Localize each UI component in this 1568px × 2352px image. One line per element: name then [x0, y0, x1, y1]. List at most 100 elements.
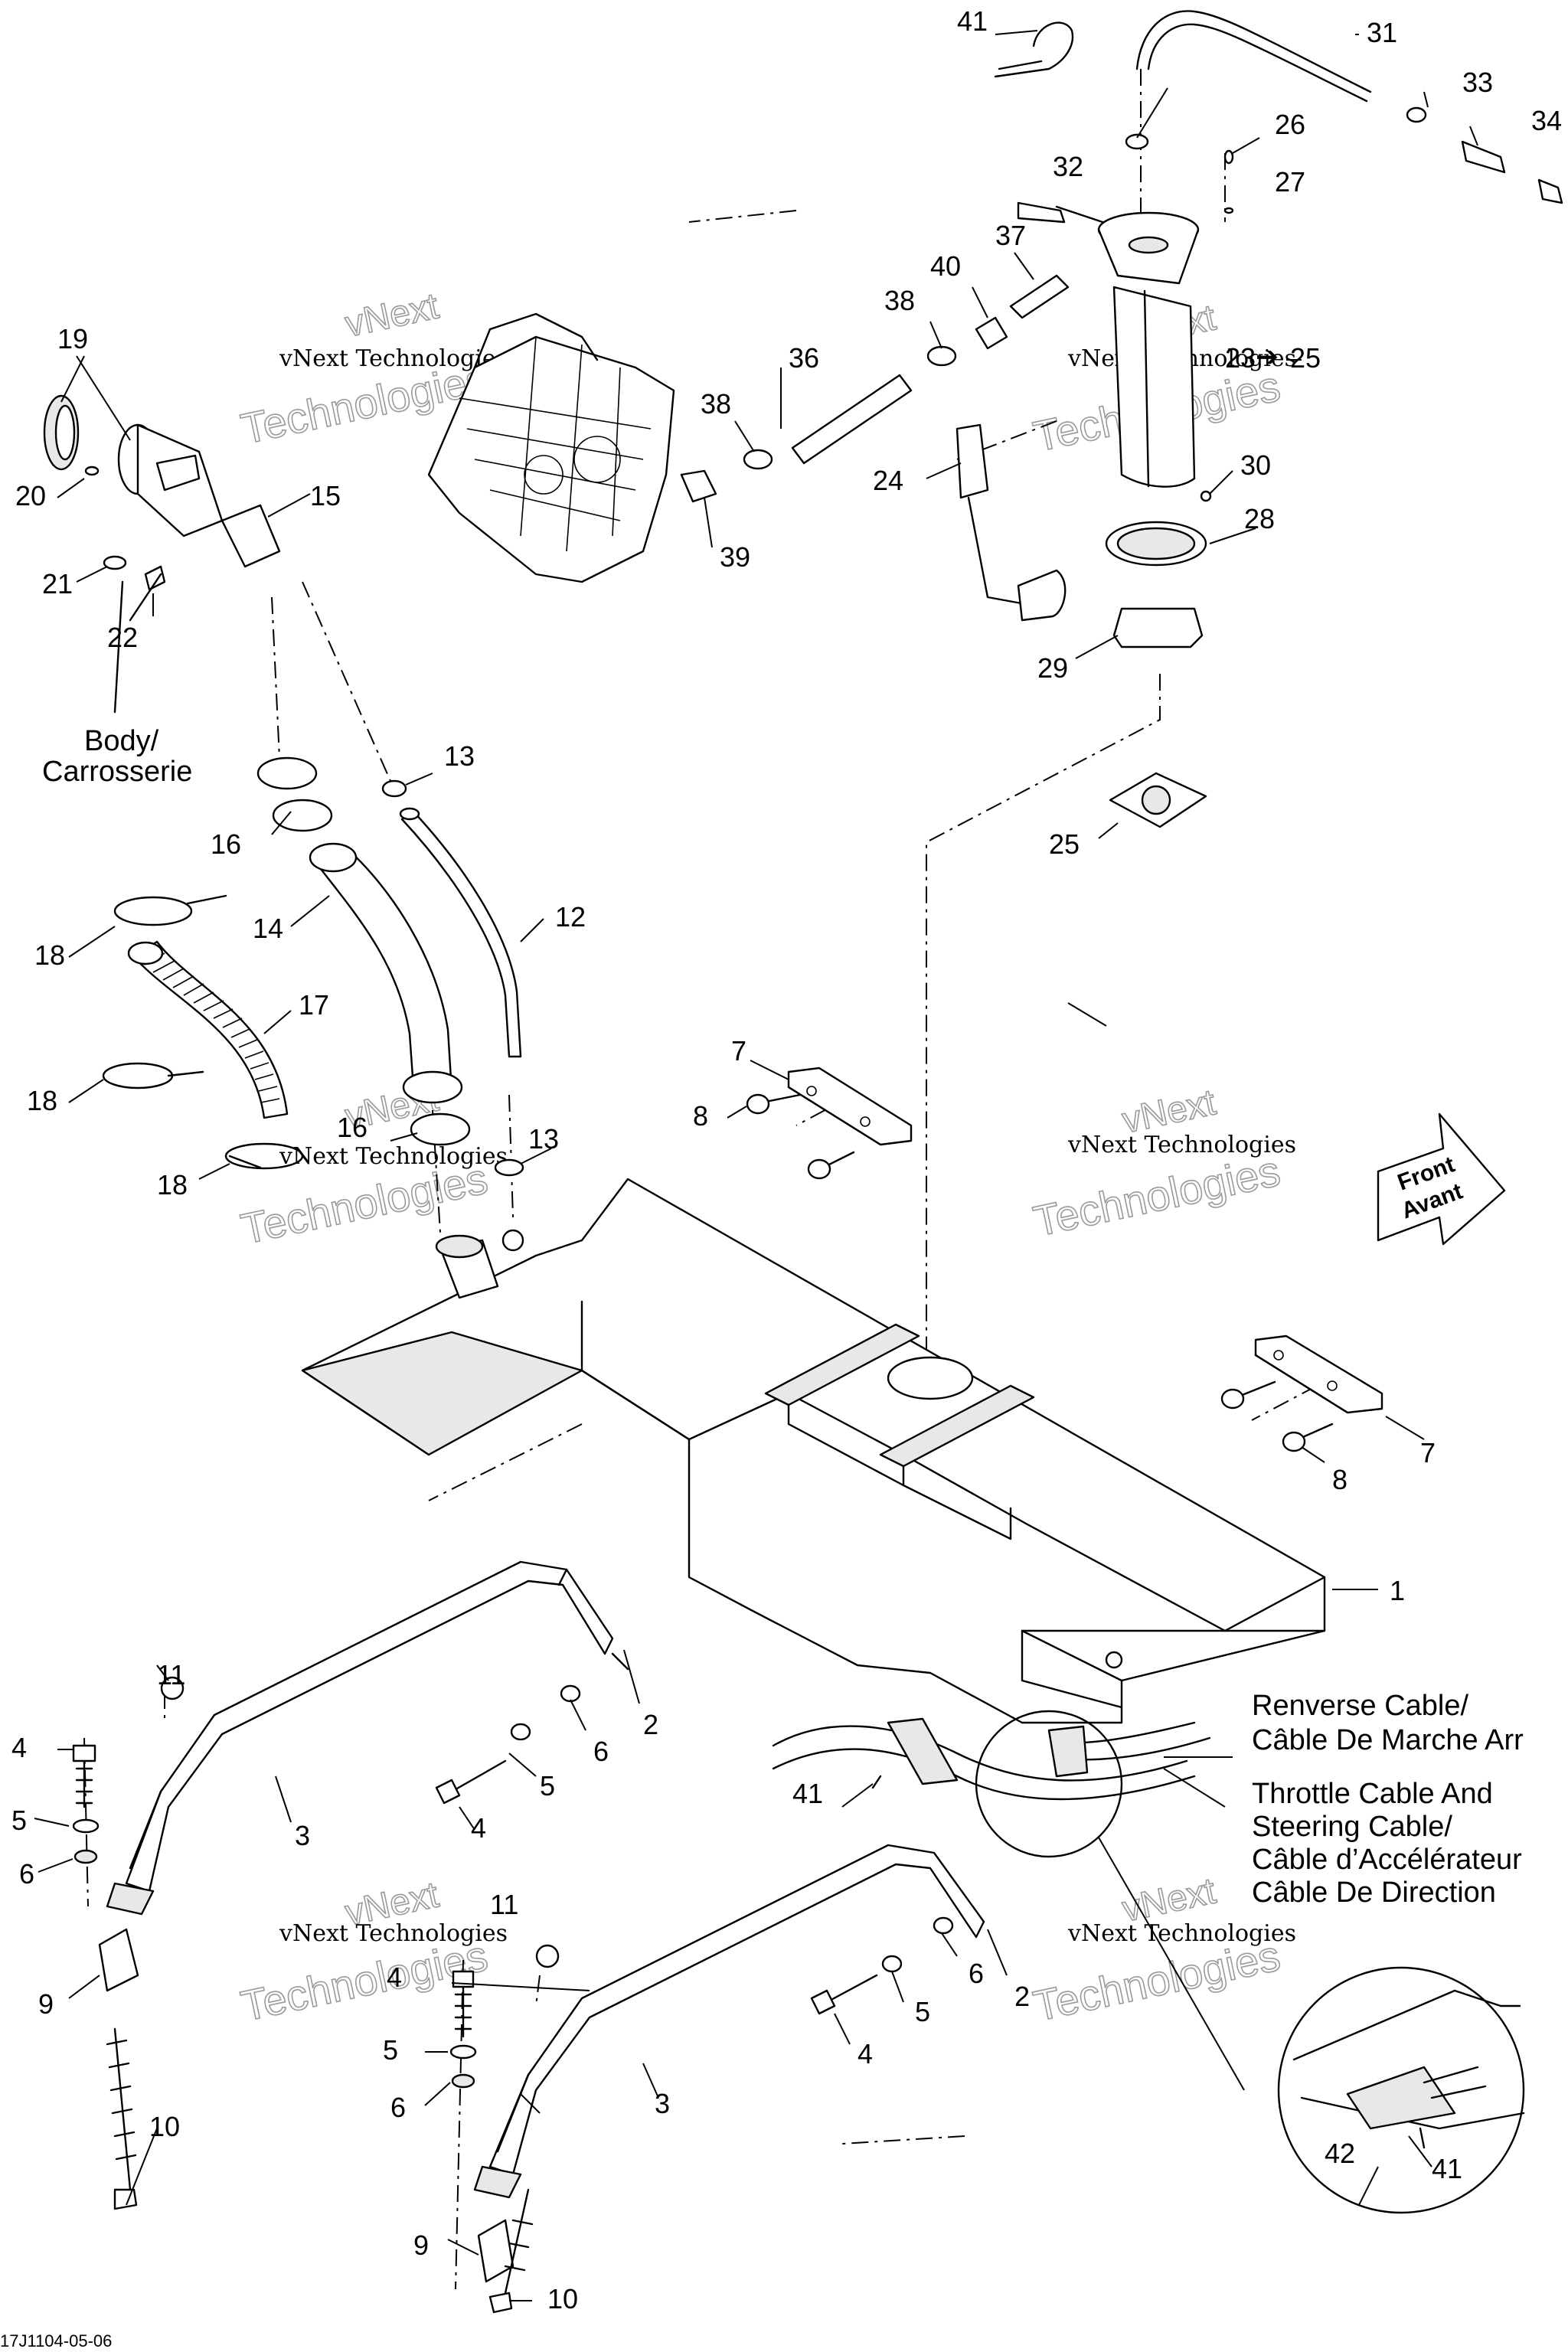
callout-4: 4 [471, 1812, 486, 1844]
watermark-company: vNext Technologies [279, 1143, 508, 1170]
reverse-cable-label-fr: Câble De Marche Arr [1252, 1724, 1524, 1756]
leader-lines [34, 30, 1478, 2301]
callout-9: 9 [413, 2230, 429, 2261]
callout-6: 6 [593, 1736, 609, 1767]
callout-18: 18 [27, 1085, 57, 1116]
callout-8: 8 [693, 1100, 708, 1132]
callout-41: 41 [792, 1778, 823, 1809]
callout-38: 38 [884, 285, 915, 316]
callout-13: 13 [528, 1123, 559, 1155]
engine-outline [427, 312, 675, 583]
callout-18: 18 [157, 1169, 188, 1200]
callout-8: 8 [1332, 1464, 1348, 1495]
callout-34: 34 [1531, 105, 1562, 136]
carrosserie-label: Carrosserie [42, 756, 192, 788]
callout-5: 5 [11, 1805, 27, 1836]
callout-16: 16 [337, 1112, 368, 1143]
fastener-stack-left [72, 1676, 581, 2210]
callout-31: 31 [1367, 17, 1397, 48]
callout-18: 18 [34, 939, 65, 971]
reverse-cable-note: Renverse Cable/ Câble De Marche Arr [1252, 1690, 1524, 1756]
callout-6: 6 [969, 1958, 984, 1989]
steering-cable-label-fr: Câble De Direction [1252, 1877, 1496, 1909]
callout-numbers: 1 2 2 3 3 4 4 4 4 5 5 5 5 6 6 6 6 7 7 8 … [11, 5, 1562, 2314]
detail-view [1277, 1966, 1525, 2214]
callout-21: 21 [42, 568, 73, 599]
watermark-company: vNext Technologies [1067, 1920, 1296, 1947]
strap-bracket-upper [746, 1067, 913, 1180]
callout-16: 16 [211, 828, 241, 860]
watermark-technologies: Technologies [1029, 1146, 1284, 1246]
callout-39: 39 [720, 541, 750, 573]
callout-19: 19 [57, 323, 88, 354]
hose-clamps [256, 756, 524, 1177]
reverse-cable-label: Renverse Cable/ [1252, 1690, 1468, 1722]
callout-7: 7 [731, 1035, 746, 1067]
callout-6: 6 [390, 2092, 406, 2123]
cable-conduit [772, 1710, 1245, 2091]
watermark-low-left: vNext vNext Technologies Technologies [237, 1874, 508, 2031]
callout-25: 25 [1049, 828, 1080, 860]
throttle-cable-label-fr: Câble d’Accélérateur [1252, 1844, 1522, 1876]
body-label: Body/ [84, 725, 159, 757]
assembly-lines [83, 69, 1318, 2290]
callout-15: 15 [310, 480, 341, 511]
callout-2: 2 [1014, 1981, 1030, 2012]
watermark-mid-right: vNext vNext Technologies Technologies [1029, 1082, 1296, 1246]
throttle-cable-note: Throttle Cable And Steering Cable/ Câble… [1252, 1778, 1522, 1909]
filler-hose [309, 842, 453, 1093]
callout-2: 2 [643, 1709, 658, 1740]
corrugated-hose [127, 940, 289, 1119]
callout-42: 42 [1325, 2138, 1355, 2169]
callout-24: 24 [873, 465, 903, 496]
callout-20: 20 [15, 480, 46, 511]
watermark-company: vNext Technologies [1067, 1132, 1296, 1158]
callout-36: 36 [789, 342, 819, 374]
filler-neck-assembly [43, 394, 281, 714]
steering-cable-label: Steering Cable/ [1252, 1811, 1452, 1843]
callout-5: 5 [383, 2034, 398, 2066]
callout-37: 37 [995, 220, 1026, 251]
callout-40: 40 [930, 250, 961, 282]
callout-23-end: 25 [1290, 342, 1321, 374]
fastener-stack-right [449, 1916, 954, 2314]
callout-11: 11 [157, 1659, 185, 1690]
strap-bracket-lower [1220, 1334, 1383, 1452]
callout-5: 5 [540, 1770, 555, 1802]
watermark-vnext: vNext [341, 286, 442, 345]
callout-10: 10 [149, 2111, 180, 2142]
callout-3: 3 [295, 1820, 310, 1851]
callout-12: 12 [555, 901, 586, 933]
callout-4: 4 [11, 1732, 27, 1763]
throttle-cable-label: Throttle Cable And [1252, 1778, 1493, 1810]
vent-hose [399, 807, 522, 1058]
callout-3: 3 [655, 2088, 670, 2119]
callout-22: 22 [107, 622, 138, 653]
callout-23: 23 [1225, 342, 1256, 374]
callout-17: 17 [299, 989, 329, 1021]
watermark-company: vNext Technologies [279, 1920, 508, 1947]
callout-27: 27 [1275, 166, 1305, 198]
support-strap-left [98, 1560, 629, 1992]
callout-9: 9 [38, 1988, 54, 2020]
callout-38: 38 [701, 388, 731, 420]
callout-29: 29 [1037, 652, 1068, 684]
callout-26: 26 [1275, 109, 1305, 140]
callout-4: 4 [858, 2038, 873, 2069]
callout-30: 30 [1240, 449, 1271, 481]
callout-6: 6 [19, 1858, 34, 1890]
figure-code: 17J1104-05-06 [0, 2331, 112, 2350]
callout-23-arrow: ➔ [1256, 341, 1279, 372]
callout-13: 13 [444, 740, 475, 772]
callout-32: 32 [1053, 151, 1083, 182]
support-strap-right [473, 1844, 985, 2283]
body-note: Body/ Carrosserie [42, 725, 192, 788]
fuel-tank [301, 1178, 1326, 1724]
callout-7: 7 [1420, 1437, 1436, 1468]
fuel-pump-module [956, 201, 1212, 828]
callout-4: 4 [387, 1962, 402, 1993]
cable-tie-top [994, 21, 1074, 78]
callout-1: 1 [1390, 1575, 1405, 1606]
callout-41: 41 [957, 5, 988, 37]
